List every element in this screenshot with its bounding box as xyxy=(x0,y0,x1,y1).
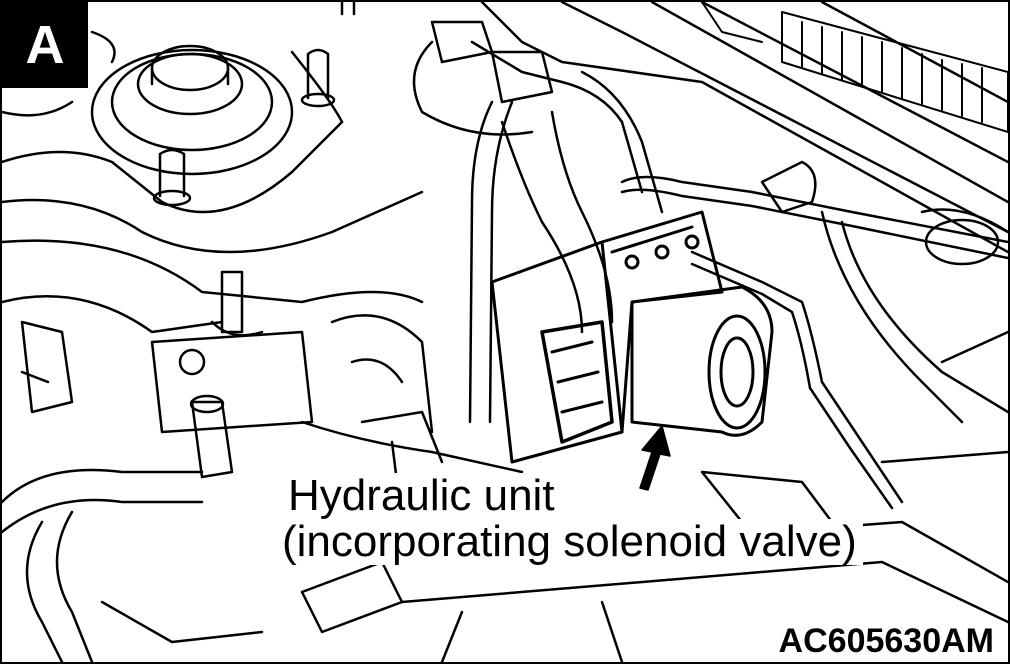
brake-hose xyxy=(500,110,614,334)
pointer-arrow xyxy=(639,425,671,491)
strut-mount-studs xyxy=(152,2,356,207)
callout-label-line-1: Hydraulic unit xyxy=(282,473,561,519)
radiator-hose xyxy=(2,394,264,662)
wiring-harness xyxy=(412,20,664,424)
hood-panel xyxy=(480,2,1008,254)
figure-number: AC605630AM xyxy=(774,622,998,660)
callout-label-line-2: (incorporating solenoid valve) xyxy=(276,519,863,565)
panel-label: A xyxy=(2,2,88,88)
strut-tower xyxy=(2,30,424,254)
hydraulic-unit xyxy=(490,210,774,464)
brake-lines xyxy=(620,160,1008,510)
engine-components xyxy=(300,314,524,524)
fender-apron xyxy=(2,239,424,434)
cowl-grille xyxy=(701,2,1008,133)
